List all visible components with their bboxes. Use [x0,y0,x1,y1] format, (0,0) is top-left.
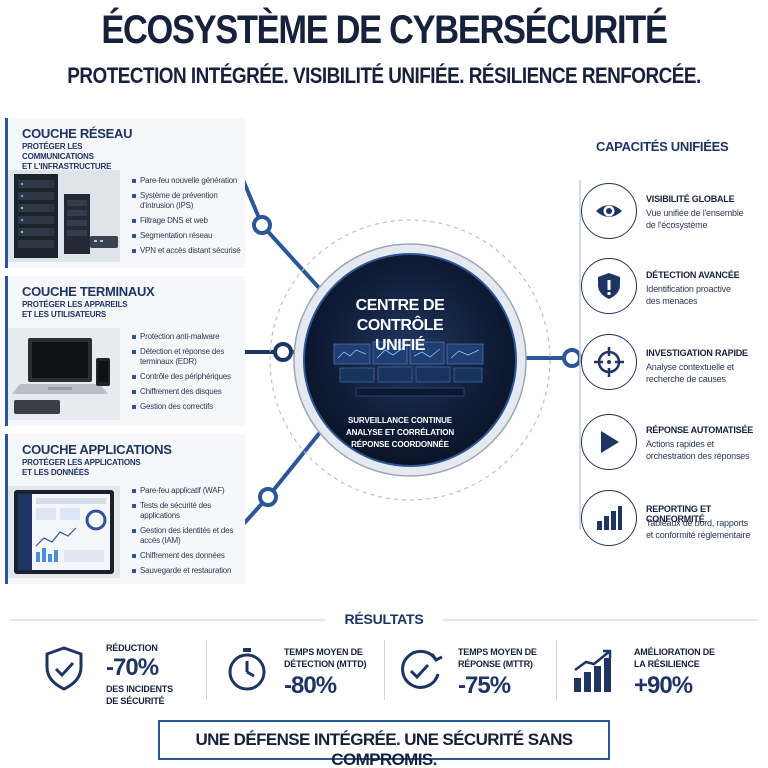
list-item: Tests de sécurité des applications [132,501,250,521]
capability-circle [581,183,637,239]
layer-feature-list: Protection anti-malware Détection et rép… [132,332,250,417]
layer-subtitle: PROTÉGER LES APPAREILS ET LES UTILISATEU… [22,300,128,319]
hub-dashed-ring [269,219,551,501]
connector-node-applications [258,487,278,507]
connector-network [236,167,332,302]
clock-check-icon [401,649,443,689]
list-item: Sauvegarde et restauration [132,566,250,576]
layer-subtitle: PROTÉGER LES COMMUNICATIONS ET L'INFRAST… [22,142,112,171]
control-center-line: SURVEILLANCE CONTINUE [348,416,452,425]
bar-chart-icon [597,506,622,530]
control-center-line: ANALYSE ET CORRÉLATION [345,428,455,437]
capability-circle [581,334,637,390]
shield-check-icon [45,646,83,691]
list-item: VPN et accès distant sécurisé [132,246,250,256]
list-item: Pare-feu nouvelle génération [132,176,250,186]
results-divider [206,640,207,700]
page-subtitle: PROTECTION INTÉGRÉE. VISIBILITÉ UNIFIÉE.… [67,63,701,88]
list-item: Gestion des correctifs [132,402,250,412]
page-title: ÉCOSYSTÈME DE CYBERSÉCURITÉ [101,8,668,52]
footer-tagline: UNE DÉFENSE INTÉGRÉE. UNE SÉCURITÉ SANS … [195,730,573,768]
capability-title: VISIBILITÉ GLOBALE [646,194,735,204]
capability-title: RÉPONSE AUTOMATISÉE [646,425,754,435]
list-item: Segmentation réseau [132,231,250,241]
results-title: RÉSULTATS [344,611,424,627]
result-label: AMÉLIORATION DE LA RÉSILIENCE [634,647,715,669]
capability-desc: Vue unifiée de l'ensemble de l'écosystèm… [646,208,744,230]
control-room-monitors [333,341,484,397]
capability-title: DÉTECTION AVANCÉE [646,270,740,280]
capability-desc: Tableaux de bord, rapports et conformité… [646,518,751,540]
layer-feature-list: Pare-feu nouvelle génération Système de … [132,176,250,261]
capability-circle [581,414,637,470]
capability-circle [581,490,637,546]
capability-title: INVESTIGATION RAPIDE [646,348,748,358]
list-item: Gestion des identités et des accès (IAM) [132,526,250,546]
list-item: Protection anti-malware [132,332,250,342]
layer-title: COUCHE TERMINAUX [22,284,155,299]
connector-node-network [252,215,272,235]
capabilities-header: CAPACITÉS UNIFIÉES [596,139,729,154]
layer-title: COUCHE RÉSEAU [22,126,133,141]
capability-desc: Analyse contextuelle et recherche de cau… [646,362,734,384]
dashboard-tablet-image [8,486,120,578]
connector-node-endpoints [273,342,293,362]
capability-circle [581,258,637,314]
layer-network: COUCHE RÉSEAU PROTÉGER LES COMMUNICATION… [5,118,245,268]
result-value: -70% [106,654,159,681]
result-label: DES INCIDENTS DE SÉCURITÉ [106,684,173,706]
layer-applications: COUCHE APPLICATIONS PROTÉGER LES APPLICA… [5,434,245,584]
growth-chart-icon [574,649,612,692]
list-item: Pare-feu applicatif (WAF) [132,486,250,496]
shield-alert-icon [598,273,620,299]
list-item: Système de prévention d'intrusion (IPS) [132,191,250,211]
control-center-title: CENTRE DE CONTRÔLE UNIFIÉ [355,297,445,354]
layer-feature-list: Pare-feu applicatif (WAF) Tests de sécur… [132,486,250,581]
capability-title: REPORTING ET CONFORMITÉ [646,504,712,524]
crosshair-icon [594,347,624,377]
connector-node-capabilities [562,348,582,368]
layer-title: COUCHE APPLICATIONS [22,442,172,457]
results-divider [556,640,557,700]
list-item: Chiffrement des données [132,551,250,561]
footer-banner [158,720,610,760]
capability-desc: Actions rapides et orchestration des rép… [646,439,750,461]
capability-desc: Identification proactive des menaces [646,284,731,306]
list-item: Détection et réponse des terminaux (EDR) [132,347,250,367]
result-label: RÉDUCTION [106,643,158,653]
laptop-devices-image [8,328,120,420]
list-item: Chiffrement des disques [132,387,250,397]
result-label: TEMPS MOYEN DE DÉTECTION (MTTD) [284,647,367,669]
layer-endpoints: COUCHE TERMINAUX PROTÉGER LES APPAREILS … [5,276,245,426]
result-value: +90% [634,672,693,699]
layer-subtitle: PROTÉGER LES APPLICATIONS ET LES DONNÉES [22,458,141,477]
result-value: -75% [458,672,511,699]
result-label: TEMPS MOYEN DE RÉPONSE (MTTR) [458,647,537,669]
control-center-line: RÉPONSE COORDONNÉE [351,440,449,449]
play-icon [601,431,619,453]
server-rack-image [8,170,120,262]
list-item: Filtrage DNS et web [132,216,250,226]
stopwatch-icon [228,648,266,691]
list-item: Contrôle des périphériques [132,372,250,382]
results-divider [384,640,385,700]
eye-icon [596,205,622,217]
connector-applications [236,418,332,532]
result-value: -80% [284,672,337,699]
